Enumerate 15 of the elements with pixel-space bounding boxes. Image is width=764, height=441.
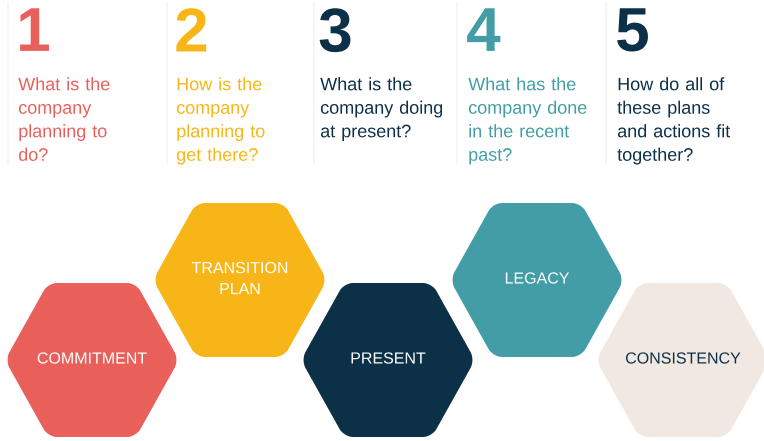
step-number: 4 bbox=[467, 8, 500, 51]
step-number: 3 bbox=[320, 8, 350, 52]
question-text: What is the company planning to do? bbox=[18, 77, 110, 161]
step-number: 5 bbox=[617, 8, 648, 52]
question-text: What is the company doing at present? bbox=[320, 77, 442, 141]
hexagon: CONSISTENCY bbox=[598, 282, 764, 437]
hexagon: COMMITMENT bbox=[8, 282, 176, 437]
hexagon: TRANSITION PLAN bbox=[156, 202, 324, 357]
step-number: 2 bbox=[176, 8, 206, 52]
question-text: How is the company planning to get there? bbox=[176, 77, 264, 164]
step-number: 1 bbox=[20, 8, 49, 51]
hexagon: PRESENT bbox=[304, 282, 472, 437]
hexagon: LEGACY bbox=[452, 202, 622, 357]
question-text: What has the company done in the recent past? bbox=[468, 77, 586, 164]
question-text: How do all of these plans and actions fit together? bbox=[617, 77, 730, 164]
